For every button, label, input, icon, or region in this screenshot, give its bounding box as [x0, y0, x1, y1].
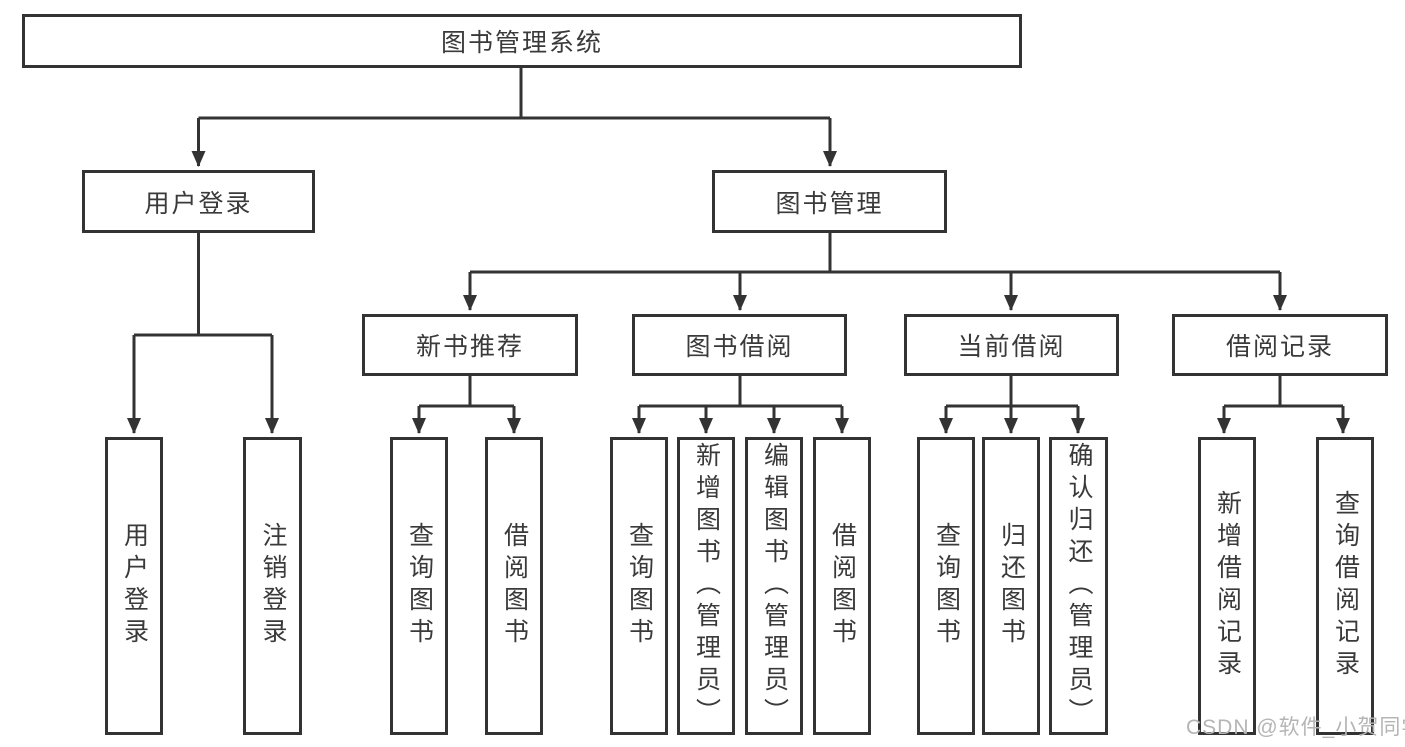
- node-leaf-cb-return-book: 归还图书: [982, 437, 1040, 735]
- node-leaf-cb-confirm-return-admin-label: 确认归还（管理员）: [1065, 442, 1093, 730]
- node-leaf-nbr-borrow-book-label: 借阅图书: [500, 522, 529, 650]
- node-new-book-recommend-label: 新书推荐: [415, 333, 524, 361]
- node-leaf-bb-query-book-label: 查询图书: [625, 522, 654, 650]
- node-leaf-cb-confirm-return-admin: 确认归还（管理员）: [1049, 437, 1108, 735]
- node-book-management: 图书管理: [712, 170, 947, 233]
- node-leaf-user-login-label: 用户登录: [120, 522, 149, 650]
- node-leaf-user-login: 用户登录: [105, 437, 163, 735]
- node-leaf-nbr-query-book: 查询图书: [390, 437, 448, 735]
- node-leaf-nbr-query-book-label: 查询图书: [405, 522, 434, 650]
- node-current-borrowing: 当前借阅: [904, 314, 1119, 376]
- node-leaf-br-add-record-label: 新增借阅记录: [1213, 490, 1242, 682]
- node-leaf-cb-query-book-label: 查询图书: [932, 522, 961, 650]
- node-new-book-recommend: 新书推荐: [362, 314, 578, 376]
- node-book-borrowing: 图书借阅: [632, 314, 847, 376]
- node-current-borrowing-label: 当前借阅: [957, 333, 1066, 361]
- node-leaf-br-query-record: 查询借阅记录: [1316, 437, 1374, 735]
- node-borrowing-records-label: 借阅记录: [1225, 333, 1334, 361]
- node-book-borrowing-label: 图书借阅: [685, 333, 794, 361]
- node-root-label: 图书管理系统: [440, 29, 603, 57]
- node-leaf-br-query-record-label: 查询借阅记录: [1331, 490, 1360, 682]
- node-leaf-nbr-borrow-book: 借阅图书: [485, 437, 543, 735]
- node-leaf-bb-add-book-admin: 新增图书（管理员）: [677, 437, 735, 735]
- node-user-login-group-label: 用户登录: [144, 189, 253, 218]
- node-leaf-logout-label: 注销登录: [259, 522, 287, 650]
- node-leaf-bb-borrow-book: 借阅图书: [813, 437, 871, 735]
- node-leaf-bb-add-book-admin-label: 新增图书（管理员）: [692, 442, 721, 730]
- node-leaf-bb-edit-book-admin-label: 编辑图书（管理员）: [760, 442, 789, 730]
- node-leaf-cb-return-book-label: 归还图书: [997, 522, 1026, 650]
- node-leaf-bb-query-book: 查询图书: [610, 437, 668, 735]
- node-book-management-label: 图书管理: [775, 189, 884, 218]
- node-leaf-br-add-record: 新增借阅记录: [1198, 437, 1256, 735]
- node-leaf-cb-query-book: 查询图书: [917, 437, 975, 735]
- node-leaf-bb-edit-book-admin: 编辑图书（管理员）: [745, 437, 803, 735]
- node-borrowing-records: 借阅记录: [1172, 314, 1388, 376]
- node-user-login-group: 用户登录: [82, 170, 315, 233]
- node-root: 图书管理系统: [22, 14, 1022, 68]
- node-leaf-logout: 注销登录: [243, 437, 302, 735]
- csdn-watermark: CSDN @软件_小贺同学: [1186, 716, 1405, 739]
- node-leaf-bb-borrow-book-label: 借阅图书: [828, 522, 857, 650]
